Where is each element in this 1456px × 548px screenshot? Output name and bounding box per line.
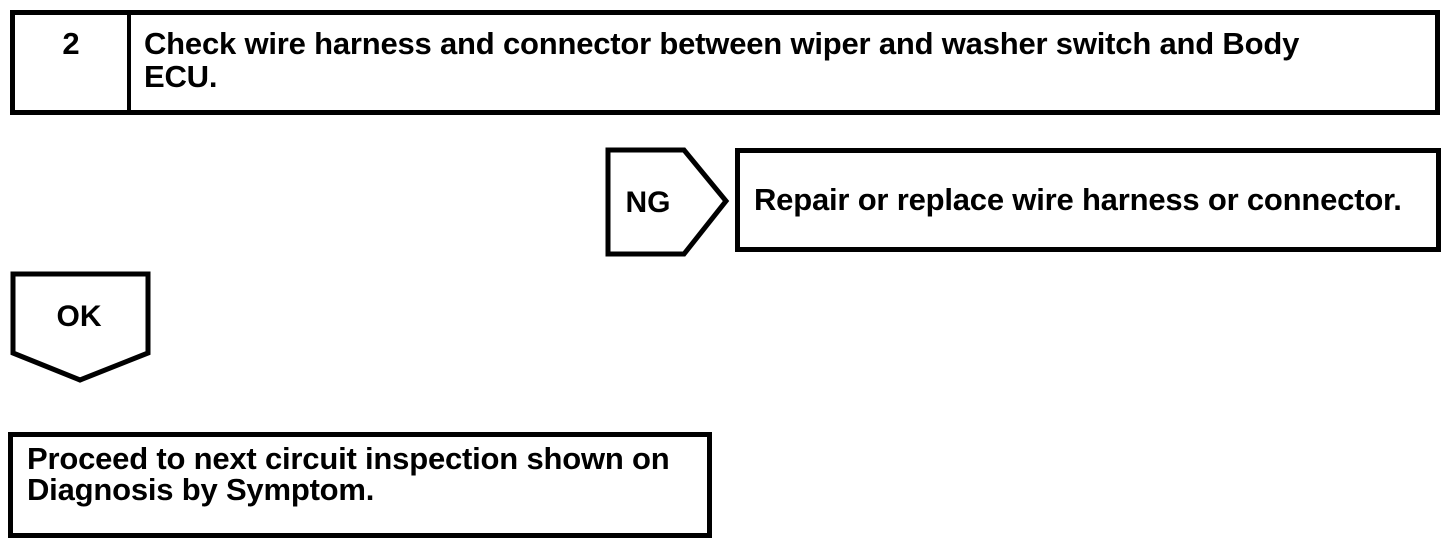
ok-connector-shape: OK bbox=[10, 271, 151, 383]
ng-label: NG bbox=[626, 186, 671, 219]
ok-action-box: Proceed to next circuit inspection shown… bbox=[8, 432, 712, 538]
ng-action-text: Repair or replace wire harness or connec… bbox=[754, 182, 1402, 217]
ok-label: OK bbox=[57, 300, 102, 333]
step-instruction: Check wire harness and connector between… bbox=[144, 26, 1300, 94]
ng-action-box: Repair or replace wire harness or connec… bbox=[735, 148, 1441, 252]
ng-connector-shape: NG bbox=[605, 147, 730, 257]
ok-action-text: Proceed to next circuit inspection shown… bbox=[27, 441, 670, 507]
step-number: 2 bbox=[15, 15, 131, 110]
ng-pentagon-outline bbox=[605, 147, 730, 257]
ok-pentagon-outline bbox=[10, 271, 151, 383]
step-box: 2 Check wire harness and connector betwe… bbox=[10, 10, 1440, 115]
